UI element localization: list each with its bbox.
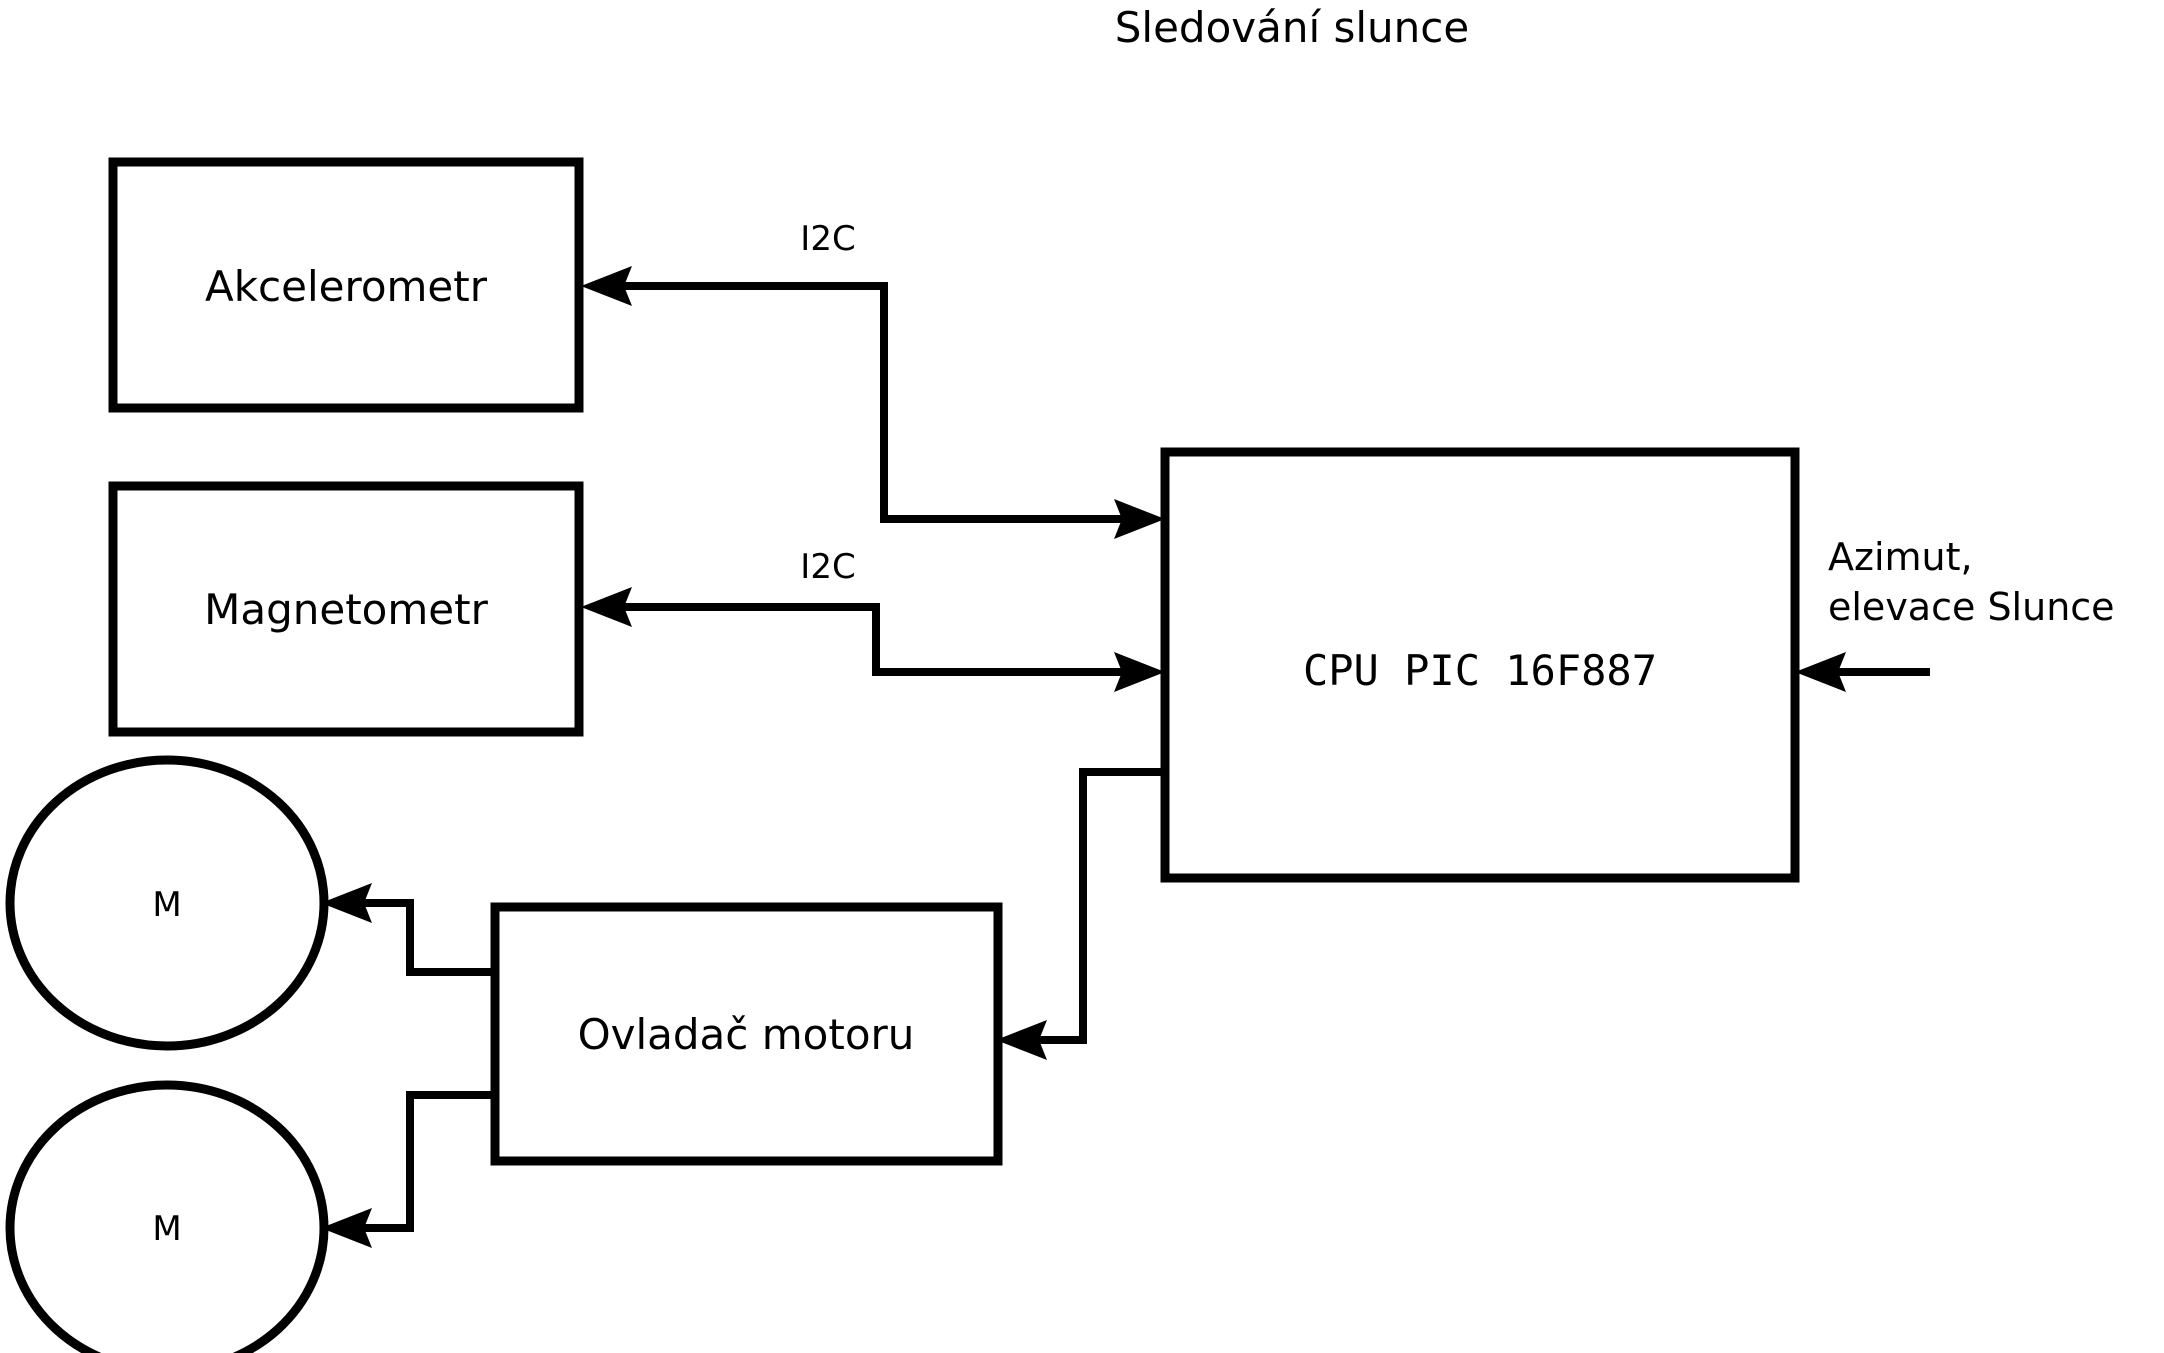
node-accelerometer[interactable] [108, 157, 584, 413]
node-magnetometer[interactable] [108, 481, 584, 737]
arrow-left-icon-motor-driver [996, 1020, 1047, 1060]
edge-label-i2c-magnetometer: I2C [800, 547, 855, 587]
node-motor-driver-label: Ovladač motoru [578, 1010, 915, 1059]
node-accelerometer-label: Akcelerometr [205, 262, 488, 311]
node-motor-1-label: M [152, 885, 181, 925]
edge-cpu-accelerometer [608, 282, 1146, 523]
node-cpu-label: CPU PIC 16F887 [1303, 646, 1657, 695]
arrow-right-icon-cpu-bottom [1114, 652, 1165, 692]
arrow-left-icon-motor-1 [321, 883, 372, 923]
edge-label-i2c-accelerometer: I2C [800, 219, 855, 259]
arrow-right-icon-cpu-top [1114, 499, 1165, 539]
sun-input-label-line-2: elevace Slunce [1828, 585, 2115, 629]
sun-input-label-line-1: Azimut, [1828, 535, 1973, 579]
arrow-left-icon-motor-2 [321, 1208, 372, 1248]
edge-cpu-motor-driver [1020, 768, 1165, 1044]
node-magnetometer-label: Magnetometr [204, 585, 488, 634]
arrow-left-icon-accelerometer [581, 266, 632, 306]
edge-cpu-magnetometer [608, 603, 1146, 676]
page-title: Sledování slunce [1115, 3, 1469, 52]
edge-driver-motor-1 [348, 899, 495, 976]
node-motor-2-label: M [152, 1209, 181, 1249]
node-motor-driver[interactable] [490, 902, 1003, 1166]
edge-driver-motor-2 [348, 1091, 495, 1232]
arrow-left-icon-magnetometer [581, 587, 632, 627]
node-cpu[interactable] [1160, 447, 1800, 883]
arrow-left-icon-cpu-sun-input [1795, 652, 1846, 692]
